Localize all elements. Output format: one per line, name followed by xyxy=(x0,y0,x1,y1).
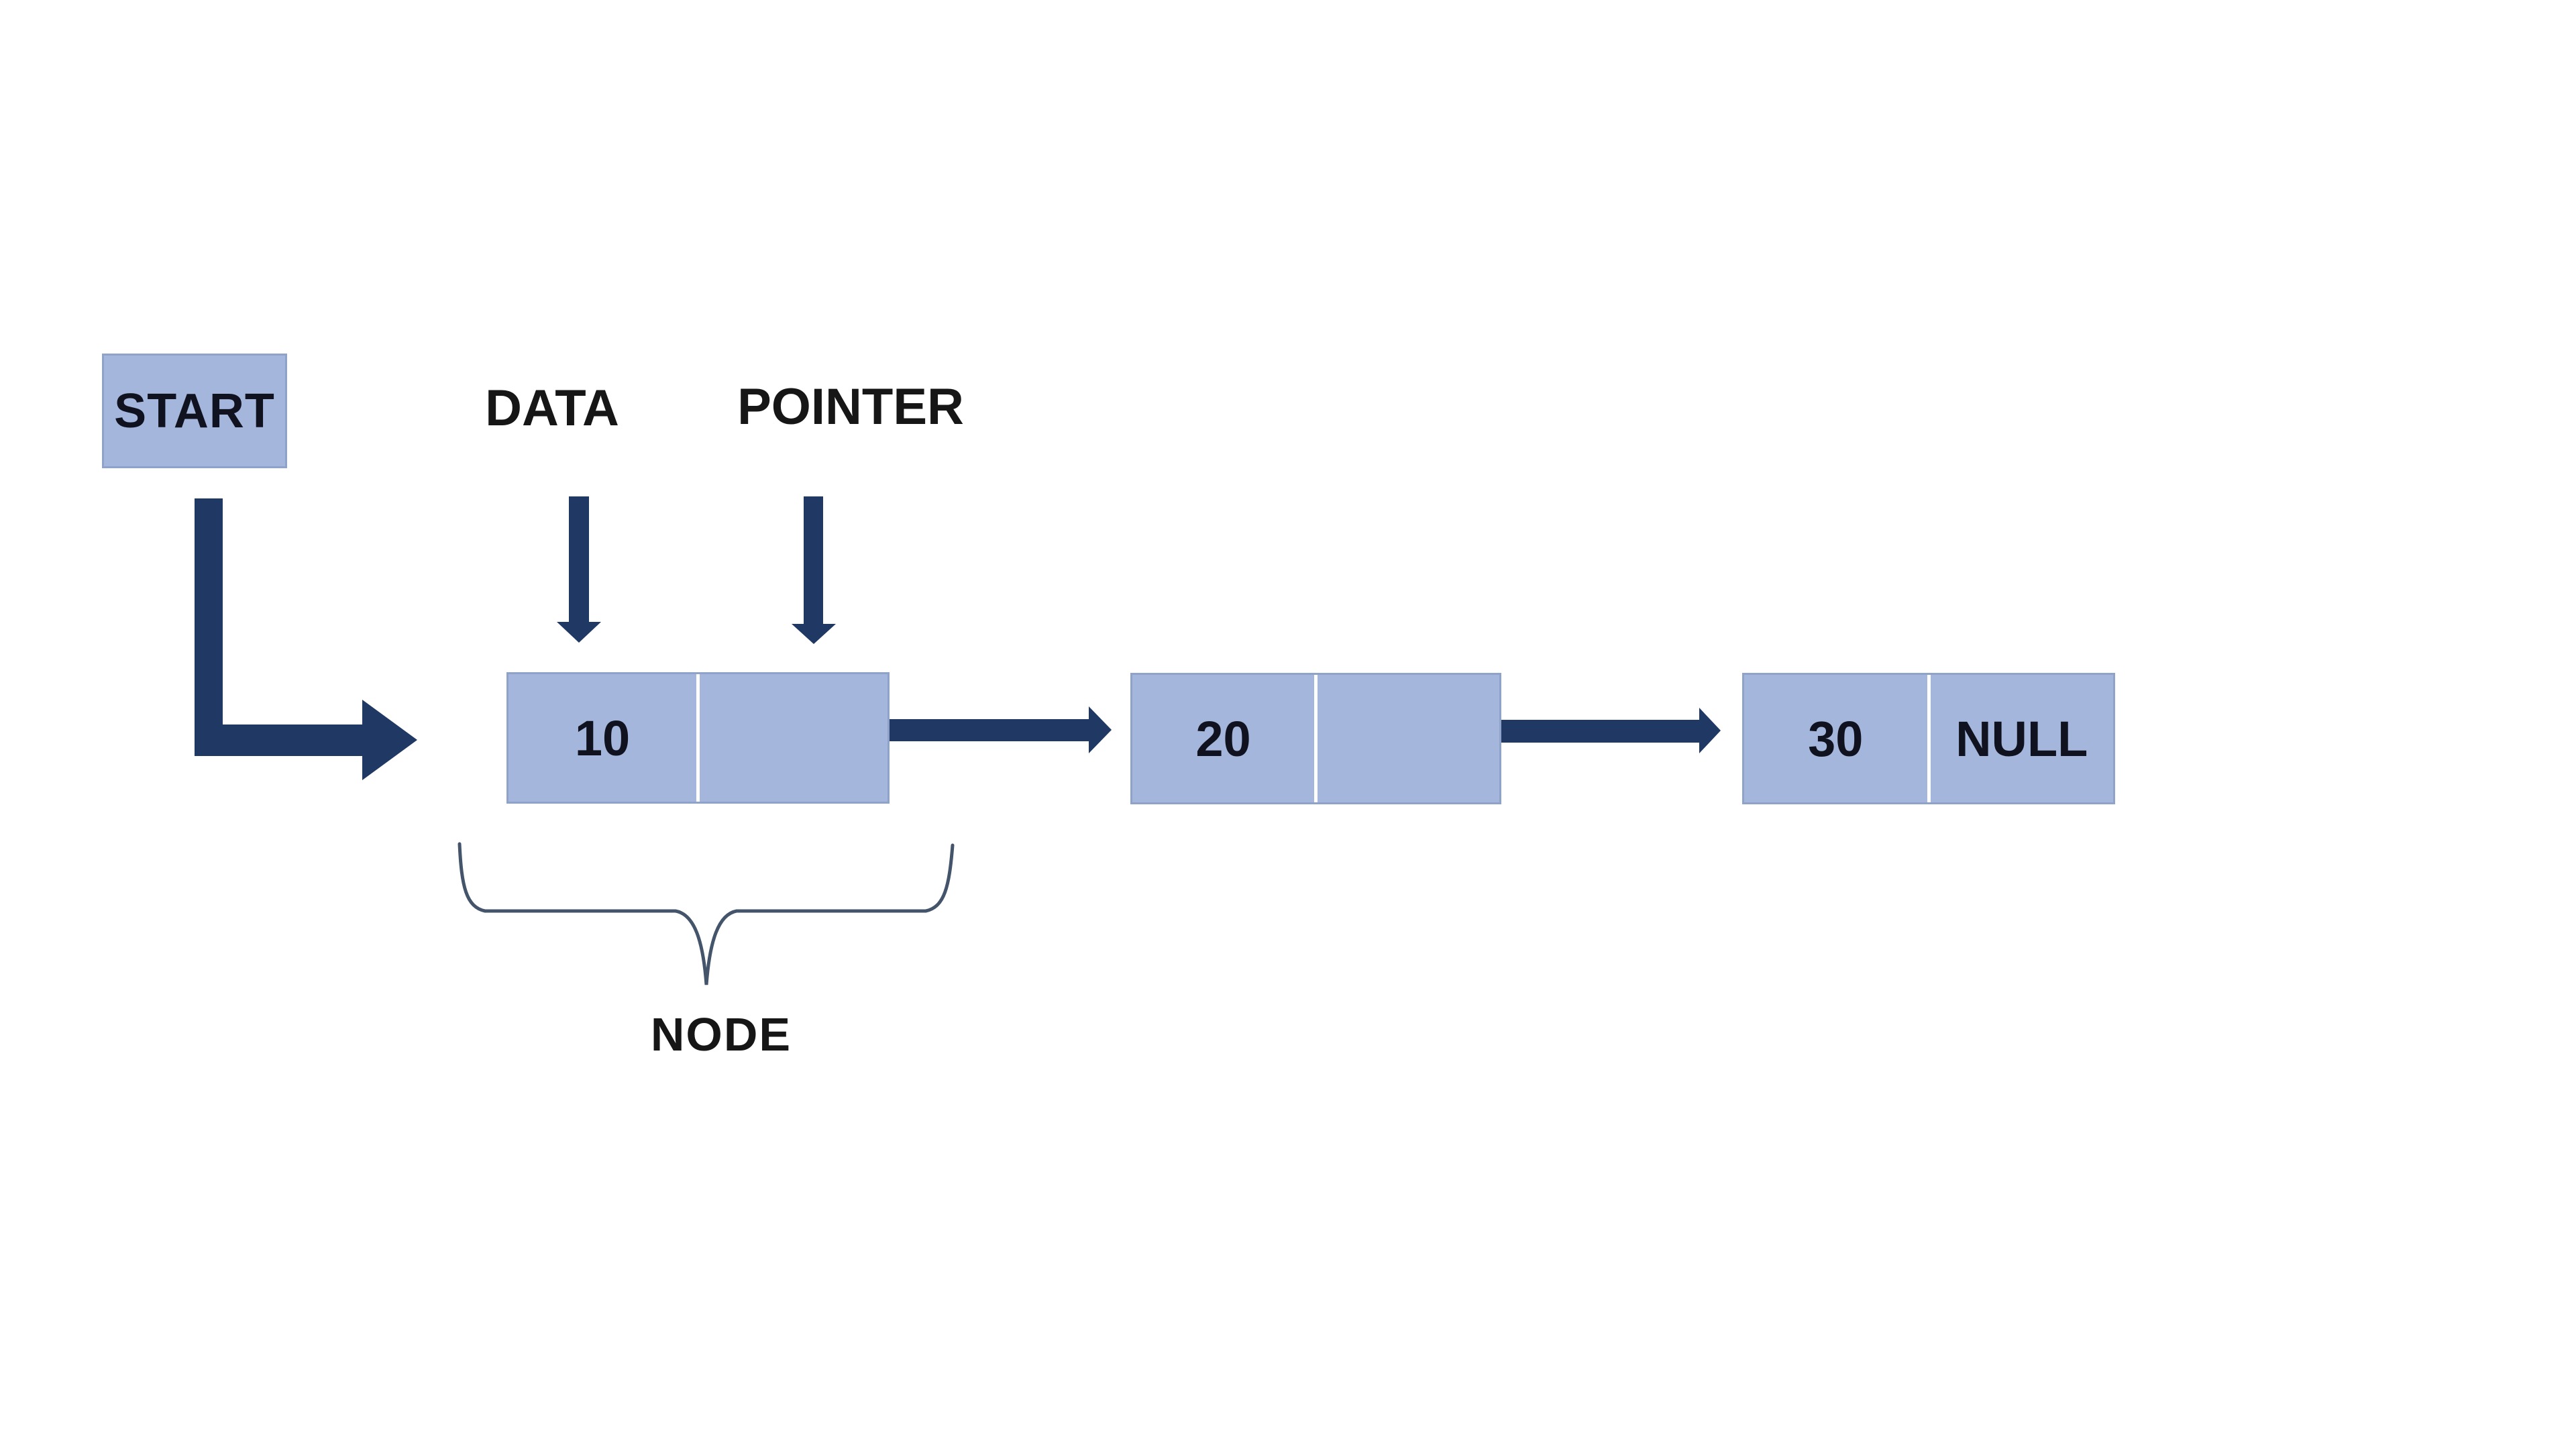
node-1-data-cell: 10 xyxy=(508,674,700,802)
data-down-arrow-icon xyxy=(557,496,601,643)
node-2-pointer-cell xyxy=(1318,675,1499,802)
node-caption: NODE xyxy=(650,1008,792,1061)
node-2: 20 xyxy=(1130,673,1501,804)
node-1: 10 xyxy=(506,672,890,804)
node-3-data-cell: 30 xyxy=(1744,675,1931,802)
next-arrow-1-icon xyxy=(813,706,1112,753)
node-3-data-value: 30 xyxy=(1808,710,1864,767)
start-label: START xyxy=(114,384,275,438)
node-3-null-value: NULL xyxy=(1955,710,2088,767)
node-brace-icon xyxy=(458,842,955,985)
node-1-pointer-cell xyxy=(700,674,888,802)
node-3-pointer-cell: NULL xyxy=(1931,675,2114,802)
start-arrow-icon xyxy=(195,498,417,780)
node-2-data-cell: 20 xyxy=(1132,675,1318,802)
node-2-data-value: 20 xyxy=(1195,710,1251,767)
start-box: START xyxy=(102,354,287,468)
pointer-label: POINTER xyxy=(737,378,964,435)
pointer-down-arrow-icon xyxy=(792,496,836,644)
node-1-data-value: 10 xyxy=(574,710,631,766)
node-3: 30 NULL xyxy=(1742,673,2115,804)
data-label: DATA xyxy=(485,380,619,437)
